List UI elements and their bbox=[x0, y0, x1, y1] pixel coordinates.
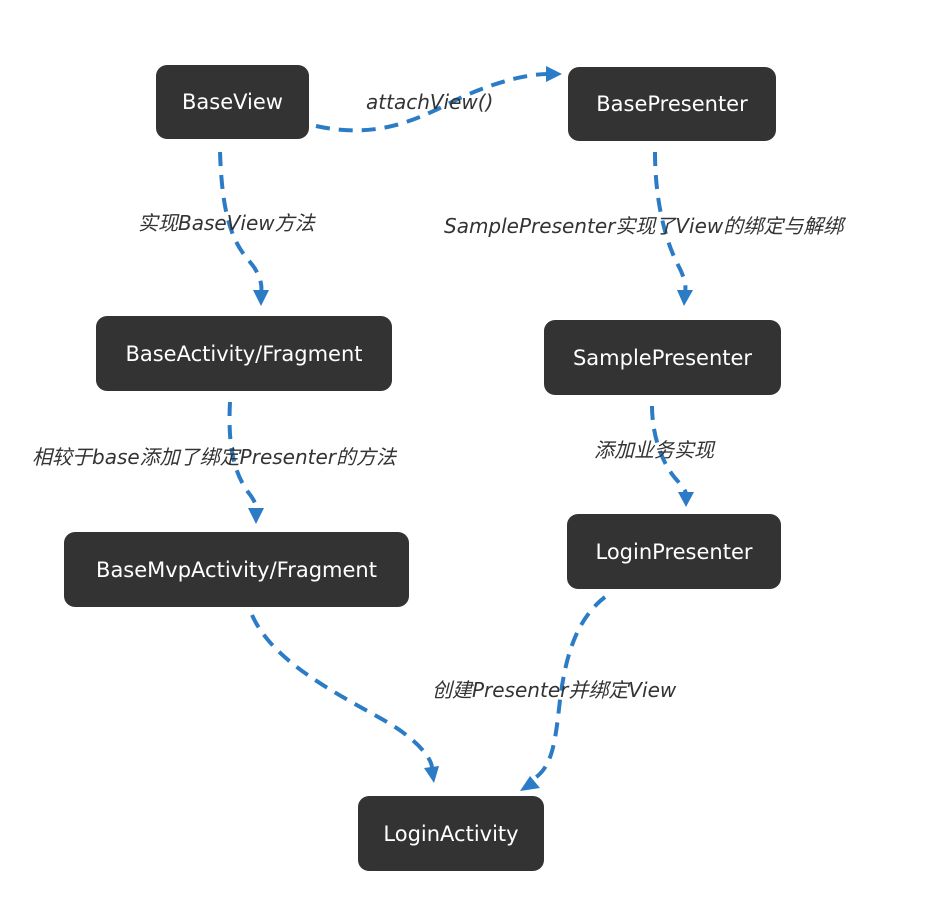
label-sample-binds-view: SamplePresenter实现了View的绑定与解绑 bbox=[444, 214, 844, 238]
arrowhead-add-bind-presenter bbox=[248, 508, 264, 524]
edge-add-bind-presenter bbox=[227, 401, 259, 511]
node-label: LoginActivity bbox=[383, 821, 519, 846]
node-label: SamplePresenter bbox=[572, 345, 753, 370]
edge-implement-baseview bbox=[218, 151, 264, 293]
node-label: BasePresenter bbox=[596, 92, 748, 116]
node-label: LoginPresenter bbox=[595, 539, 753, 564]
arrowhead-add-business bbox=[678, 492, 694, 507]
node-baseview: BaseView bbox=[156, 65, 309, 139]
arrowhead-attach-view bbox=[546, 66, 562, 82]
node-loginpresenter: LoginPresenter bbox=[567, 514, 781, 589]
edge-add-business bbox=[650, 405, 688, 495]
label-attach-view: attachView() bbox=[366, 90, 494, 114]
label-create-presenter-bind-view: 创建Presenter并绑定View bbox=[432, 678, 677, 702]
edge-attach-view bbox=[315, 72, 549, 133]
edge-create-presenter-bind-view bbox=[530, 595, 607, 782]
arrowhead-create-presenter-bind-view bbox=[520, 776, 540, 791]
arrowhead-sample-binds-view bbox=[677, 290, 693, 306]
label-add-business: 添加业务实现 bbox=[594, 438, 714, 462]
node-samplepresenter: SamplePresenter bbox=[544, 320, 781, 395]
node-loginactivity: LoginActivity bbox=[358, 796, 544, 871]
node-basepresenter: BasePresenter bbox=[568, 67, 776, 141]
node-baseactivity-fragment: BaseActivity/Fragment bbox=[96, 316, 392, 391]
label-implement-baseview: 实现BaseView方法 bbox=[138, 211, 315, 235]
arrowhead-basemvp-to-login bbox=[424, 766, 439, 783]
node-basemvpactivity-fragment: BaseMvpActivity/Fragment bbox=[64, 532, 409, 607]
edge-basemvp-to-login bbox=[250, 614, 434, 769]
node-label: BaseMvpActivity/Fragment bbox=[96, 557, 377, 582]
node-label: BaseActivity/Fragment bbox=[125, 341, 363, 366]
arrowhead-implement-baseview bbox=[253, 290, 269, 306]
node-label: BaseView bbox=[182, 90, 283, 114]
label-add-bind-presenter: 相较于base添加了绑定Presenter的方法 bbox=[32, 445, 397, 469]
edge-sample-binds-view bbox=[653, 151, 688, 293]
